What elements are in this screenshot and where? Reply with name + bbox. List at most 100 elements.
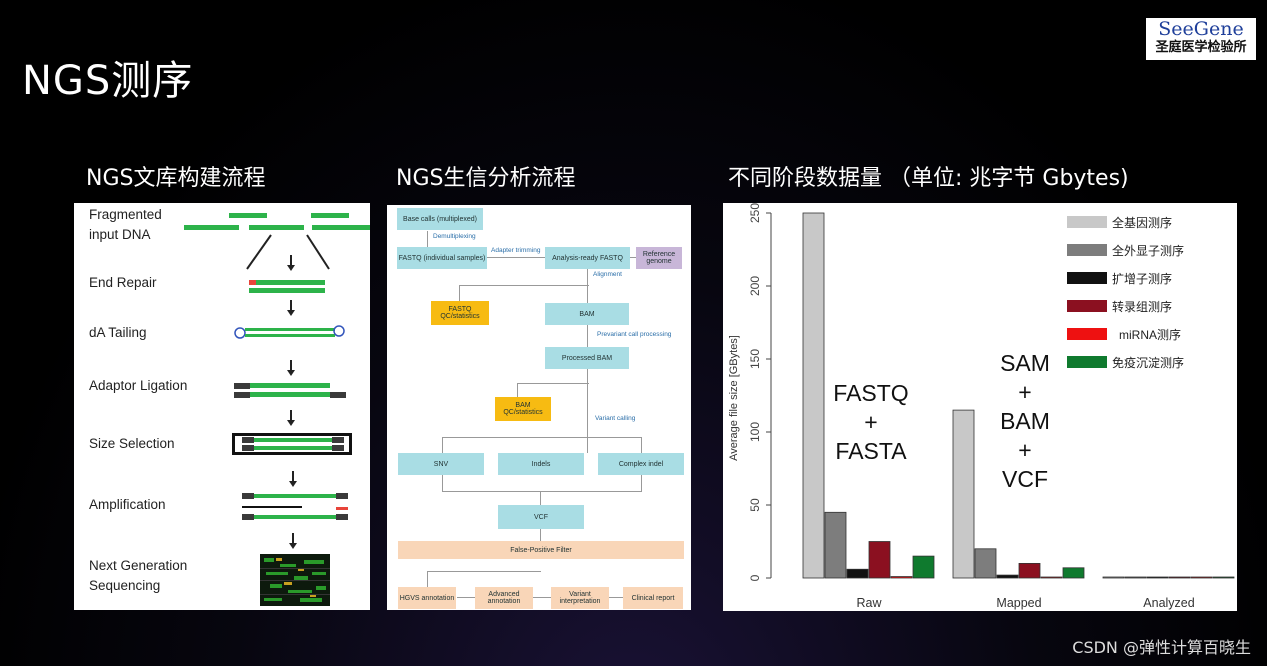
step-amplification: Amplification: [89, 497, 166, 512]
annotation-text: SAM: [1000, 350, 1050, 376]
adaptor: [242, 514, 254, 520]
bar-2-2: [1146, 576, 1169, 579]
step-size-selection: Size Selection: [89, 436, 175, 451]
box-vcf: VCF: [498, 505, 584, 529]
connector: [587, 325, 588, 347]
connector: [630, 257, 636, 258]
label-variant-calling: Variant calling: [595, 415, 636, 422]
legend-swatch: [1067, 272, 1107, 284]
label-prevariant: Prevariant call processing: [597, 331, 672, 338]
legend-label: miRNA测序: [1119, 327, 1181, 342]
adaptor: [336, 493, 348, 499]
bar-0-4: [890, 576, 913, 579]
bar-2-3: [1168, 576, 1191, 579]
library-section-title: NGS文库构建流程: [86, 166, 266, 191]
box-reference-genome: Reference genome: [636, 247, 682, 269]
dna-fragment: [311, 213, 349, 218]
watermark: CSDN @弹性计算百晓生: [1072, 638, 1251, 657]
library-panel: Fragmented input DNA End Repair dA Taili…: [74, 203, 370, 610]
bar-2-5: [1212, 576, 1235, 579]
logo-text-cn: 圣庭医学检验所: [1155, 40, 1247, 55]
legend-swatch: [1067, 244, 1107, 256]
box-variant-interpretation: Variant interpretation: [551, 587, 609, 609]
annotation-text: +: [864, 409, 877, 435]
label-trimming: Adapter trimming: [491, 247, 541, 254]
logo-text-en: SeeGene: [1158, 18, 1244, 40]
step-ngs: Next Generation Sequencing: [89, 558, 188, 593]
bar-2-0: [1102, 576, 1125, 579]
dna-fragment: [184, 225, 239, 230]
step-adaptor-ligation: Adaptor Ligation: [89, 378, 188, 393]
bar-0-3: [868, 541, 891, 579]
down-arrow-icon: [289, 533, 297, 549]
y-tick-label: 0: [748, 574, 762, 581]
connector: [442, 475, 443, 491]
legend-swatch: [1067, 356, 1107, 368]
annotation-text: BAM: [1000, 408, 1050, 434]
down-arrow-icon: [287, 410, 295, 426]
box-indels: Indels: [498, 453, 584, 475]
adaptor: [234, 392, 250, 398]
ligated-dna: [250, 383, 330, 388]
connector: [517, 383, 518, 397]
bar-1-4: [1040, 576, 1063, 579]
repaired-dna: [249, 288, 325, 293]
bar-1-5: [1062, 567, 1085, 579]
x-category-label: Raw: [856, 596, 882, 610]
selected-dna: [254, 438, 332, 442]
connector: [641, 437, 642, 453]
box-hgvs: HGVS annotation: [398, 587, 456, 609]
connector: [427, 571, 428, 587]
connector: [442, 491, 642, 492]
bar-0-2: [846, 568, 869, 579]
bar-0-5: [912, 555, 935, 579]
legend-label: 全基因测序: [1112, 215, 1172, 230]
box-clinical-report: Clinical report: [623, 587, 683, 609]
adaptor: [336, 514, 348, 520]
box-base-calls: Base calls (multiplexed): [397, 208, 483, 230]
down-arrow-icon: [287, 255, 295, 271]
pipeline-panel: Base calls (multiplexed) Demultiplexing …: [387, 205, 691, 610]
connector: [442, 437, 443, 453]
sequencing-readout-image: [260, 554, 330, 606]
connector: [459, 285, 460, 301]
connector: [427, 571, 541, 572]
annotation-text: +: [1018, 379, 1031, 405]
connector: [641, 475, 642, 491]
slide-title: NGS测序: [22, 58, 194, 104]
connector: [442, 437, 642, 438]
seegene-logo: SeeGene 圣庭医学检验所: [1146, 18, 1256, 60]
adaptor: [332, 437, 344, 443]
down-arrow-icon: [289, 471, 297, 487]
annotation-text: VCF: [1002, 466, 1048, 492]
dna-fragment: [350, 225, 370, 230]
bar-2-1: [1124, 576, 1147, 579]
annotation-text: FASTA: [835, 438, 907, 464]
connector: [533, 597, 551, 598]
da-tailing-diagram: [234, 325, 345, 339]
y-axis-label: Average file size [GBytes]: [728, 335, 740, 461]
bar-1-1: [974, 548, 997, 579]
box-bam-qc: BAM QC/statistics: [495, 397, 551, 421]
connector: [457, 597, 475, 598]
amplified-dna: [254, 494, 336, 498]
bar-1-0: [952, 409, 975, 579]
legend-swatch: [1067, 328, 1107, 340]
bar-1-2: [996, 574, 1019, 579]
y-tick-label: 100: [748, 422, 762, 442]
connector: [427, 231, 428, 247]
connector: [609, 597, 623, 598]
connector: [487, 257, 545, 258]
adaptor: [234, 383, 250, 389]
annotation-text: FASTQ: [833, 380, 908, 406]
box-advanced: Advanced annotation: [475, 587, 533, 609]
dna-fragment: [312, 225, 352, 230]
label-demux: Demultiplexing: [433, 233, 476, 240]
box-fastq-qc: FASTQ QC/statistics: [431, 301, 489, 325]
box-snv: SNV: [398, 453, 484, 475]
step-end-repair: End Repair: [89, 275, 157, 290]
primer: [242, 506, 302, 508]
legend-label: 扩增子测序: [1112, 271, 1172, 286]
